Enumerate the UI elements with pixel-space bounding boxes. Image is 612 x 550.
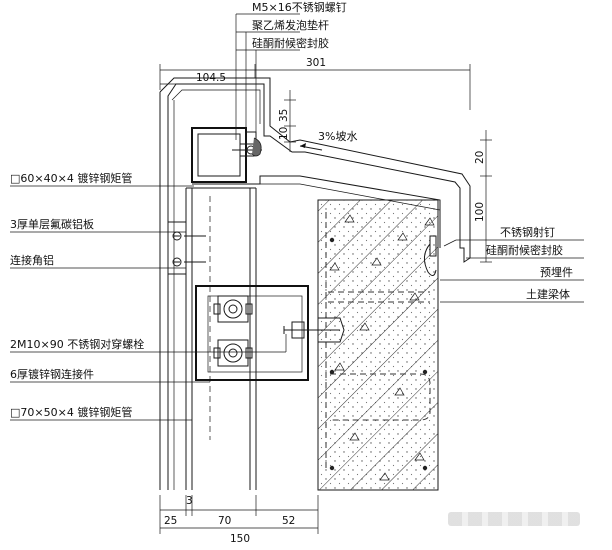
bracket-sloped bbox=[192, 175, 441, 248]
label-tube-70x50: □70×50×4 镀锌钢矩管 bbox=[10, 405, 132, 419]
dim-52: 52 bbox=[282, 515, 295, 527]
dim-70: 70 bbox=[218, 515, 231, 527]
dim-top-left: 104.5 bbox=[196, 72, 226, 84]
aluminium-angle bbox=[167, 221, 206, 275]
dim-150: 150 bbox=[230, 533, 250, 545]
label-slope: 3%坡水 bbox=[318, 130, 357, 143]
steel-tube-70x50 bbox=[185, 187, 257, 490]
dim-top-total: 301 bbox=[306, 57, 326, 69]
label-rivet: 不锈钢射钉 bbox=[500, 225, 555, 239]
label-plate: 6厚镀锌钢连接件 bbox=[10, 367, 94, 381]
dim-3: 3 bbox=[186, 495, 193, 507]
label-tube-60x40: □60×40×4 镀锌钢矩管 bbox=[10, 171, 132, 185]
dim-10: 10 bbox=[278, 127, 290, 140]
label-sealant-right: 硅酮耐候密封胶 bbox=[486, 243, 563, 257]
galvanized-connection-plate bbox=[195, 285, 345, 381]
dim-20: 20 bbox=[474, 151, 486, 164]
label-sealant-top: 硅酮耐候密封胶 bbox=[252, 36, 329, 50]
label-screw: M5×16不锈钢螺钉 bbox=[252, 1, 347, 14]
concrete-beam bbox=[317, 199, 439, 491]
label-panel: 3厚单层氟碳铝板 bbox=[10, 217, 94, 231]
label-bolt: 2M10×90 不锈钢对穿螺栓 bbox=[10, 337, 144, 351]
label-angle: 连接角铝 bbox=[10, 253, 54, 267]
dim-35: 35 bbox=[278, 109, 290, 122]
dimension-lines bbox=[159, 64, 492, 534]
steel-tube-60x40 bbox=[191, 127, 262, 183]
label-beam: 土建梁体 bbox=[526, 287, 570, 301]
label-foam-rod: 聚乙烯发泡垫杆 bbox=[252, 18, 329, 32]
dim-100: 100 bbox=[474, 202, 486, 222]
dim-25: 25 bbox=[164, 515, 177, 527]
watermark-blur bbox=[448, 512, 580, 526]
leader-lines bbox=[10, 13, 584, 421]
coping-aluminium-panel bbox=[159, 77, 471, 490]
label-embed: 预埋件 bbox=[540, 266, 573, 279]
